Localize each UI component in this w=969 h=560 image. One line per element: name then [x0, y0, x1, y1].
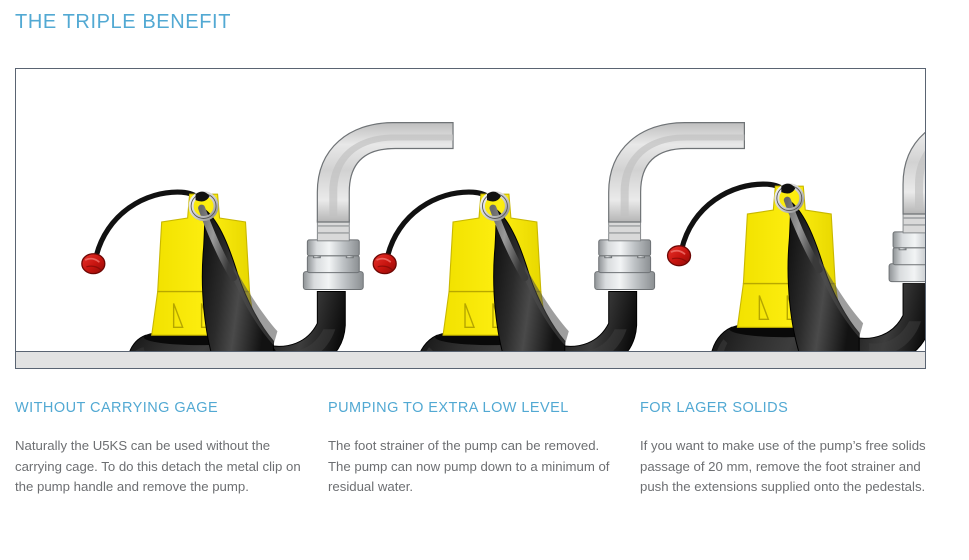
caption-body-1: Naturally the U5KS can be used without t… — [15, 438, 301, 494]
caption-body-2: The foot strainer of the pump can be rem… — [328, 438, 610, 494]
caption-body-3: If you want to make use of the pump’s fr… — [640, 438, 926, 494]
caption-column-3: FOR LAGER SOLIDS If you want to make use… — [640, 400, 940, 498]
page-title: THE TRIPLE BENEFIT — [15, 11, 232, 33]
pump-1-group — [82, 121, 454, 368]
floor-strip — [16, 351, 925, 368]
caption-heading-1: WITHOUT CARRYING GAGE — [15, 400, 219, 416]
caption-heading-3: FOR LAGER SOLIDS — [640, 400, 789, 416]
pump-3-group — [668, 113, 925, 368]
caption-column-1: WITHOUT CARRYING GAGE Naturally the U5KS… — [15, 400, 305, 498]
pump-illustration — [16, 113, 925, 368]
captions-row: WITHOUT CARRYING GAGE Naturally the U5KS… — [0, 400, 969, 560]
illustration-panel — [15, 68, 926, 369]
caption-heading-2: PUMPING TO EXTRA LOW LEVEL — [328, 400, 569, 416]
caption-column-2: PUMPING TO EXTRA LOW LEVEL The foot stra… — [328, 400, 623, 498]
pump-2-group — [373, 121, 746, 368]
